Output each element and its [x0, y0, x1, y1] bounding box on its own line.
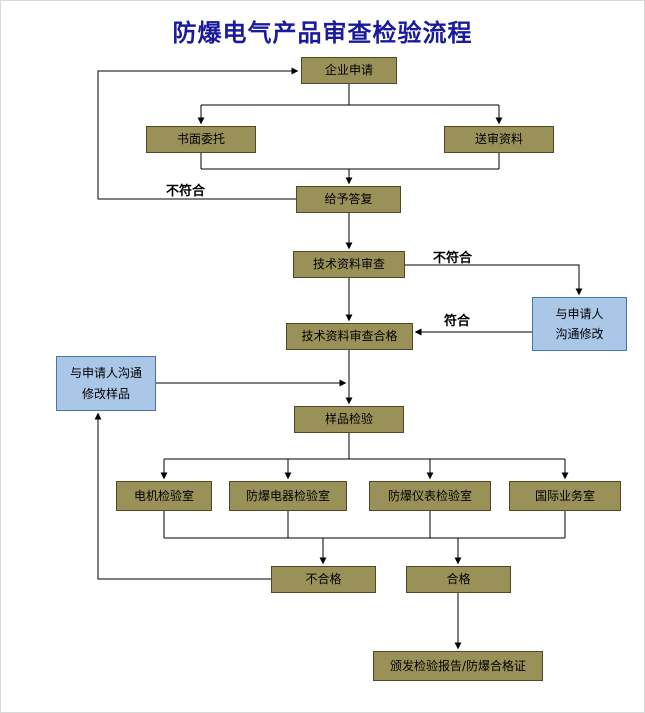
node-motor-lab: 电机检验室 [116, 481, 212, 511]
node-explosion-proof-instrument-lab: 防爆仪表检验室 [369, 481, 491, 511]
page-title: 防爆电气产品审查检验流程 [172, 19, 473, 47]
node-qualified: 合格 [406, 566, 511, 593]
edge-label-non-conforming-reply: 不符合 [166, 184, 206, 199]
node-unqualified: 不合格 [271, 566, 376, 593]
node-give-reply: 给予答复 [296, 186, 401, 213]
edge-label-non-conforming-review: 不符合 [433, 251, 473, 266]
node-communicate-modify-sample: 与申请人沟通 修改样品 [56, 356, 156, 411]
node-explosion-proof-electric-lab: 防爆电器检验室 [229, 481, 347, 511]
edge-label-conforming: 符合 [444, 314, 471, 329]
node-technical-review-pass: 技术资料审查合格 [286, 323, 413, 350]
node-submission-materials: 送审资料 [444, 126, 554, 153]
node-enterprise-application: 企业申请 [301, 57, 397, 84]
node-written-commission: 书面委托 [146, 126, 256, 153]
node-international-business: 国际业务室 [509, 481, 621, 511]
node-communicate-modify: 与申请人 沟通修改 [532, 297, 627, 351]
node-technical-review: 技术资料审查 [293, 251, 405, 278]
node-sample-inspection: 样品检验 [294, 406, 404, 433]
node-issue-certificate: 颁发检验报告/防爆合格证 [373, 651, 543, 681]
